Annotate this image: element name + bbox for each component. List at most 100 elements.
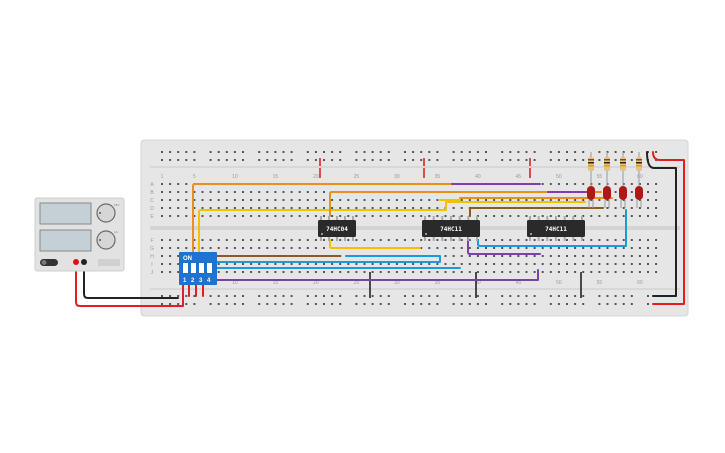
hole	[452, 263, 455, 265]
dip-toggle-1[interactable]	[183, 263, 188, 273]
column-number: 40	[475, 280, 481, 286]
hole	[161, 263, 163, 265]
hole	[379, 159, 382, 161]
hole	[258, 271, 261, 273]
chip-pin	[432, 237, 435, 241]
hole	[306, 199, 309, 201]
hole	[614, 239, 617, 241]
hole	[306, 303, 309, 305]
hole	[485, 295, 487, 297]
chip-pin	[441, 237, 444, 241]
dip-num-2: 2	[191, 278, 195, 284]
column-number: 50	[556, 174, 562, 180]
wire-yellow-3[interactable]	[329, 239, 421, 249]
wire-purple-2[interactable]	[467, 235, 541, 255]
chip-pin	[320, 216, 322, 220]
led-red[interactable]	[587, 186, 595, 208]
hole	[201, 247, 204, 249]
hole	[541, 263, 544, 265]
dip-toggle-4[interactable]	[207, 263, 212, 273]
hole	[379, 207, 382, 209]
chip-74hc04[interactable]: 74HC04	[318, 220, 356, 237]
wire-purple-3[interactable]	[211, 269, 539, 281]
hole	[258, 151, 261, 153]
hole	[655, 199, 658, 201]
psu-terminal-negative[interactable]	[81, 259, 87, 265]
hole	[242, 191, 244, 193]
hole	[533, 295, 536, 297]
hole	[428, 295, 431, 297]
hole	[630, 191, 633, 193]
resistor[interactable]	[604, 157, 610, 171]
wire-black-psu[interactable]	[83, 261, 179, 299]
hole	[290, 263, 293, 265]
wire-brown[interactable]	[469, 207, 604, 217]
wire-yellow-1[interactable]	[198, 201, 586, 259]
hole	[452, 215, 455, 217]
hole	[225, 159, 228, 161]
power-supply[interactable]: 15V 1A	[34, 197, 125, 272]
hole	[363, 199, 366, 201]
hole	[242, 239, 244, 241]
hole	[217, 199, 220, 201]
chip-74hc11-1[interactable]: 74HC11	[422, 220, 480, 237]
hole	[590, 271, 593, 273]
top-rail-strip	[150, 166, 680, 168]
psu-terminal-positive[interactable]	[73, 259, 79, 265]
hole	[193, 159, 196, 161]
hole	[387, 239, 390, 241]
dip-on-label: ON	[183, 256, 192, 262]
hole	[630, 159, 633, 161]
wire-orange[interactable]	[192, 183, 461, 259]
hole	[387, 295, 390, 297]
wire-blue-1[interactable]	[211, 255, 441, 263]
hole	[420, 151, 423, 153]
hole	[323, 303, 325, 305]
wire-black-right[interactable]	[646, 151, 677, 297]
hole	[250, 215, 253, 217]
hole	[598, 239, 601, 241]
psu-knob-current[interactable]	[96, 230, 116, 250]
hole	[177, 263, 180, 265]
resistor[interactable]	[588, 157, 594, 171]
chip-label: 74HC04	[326, 226, 348, 233]
hole	[574, 303, 577, 305]
chip-pin	[441, 216, 444, 220]
wire-red-psu[interactable]	[75, 261, 184, 307]
hole	[501, 215, 504, 217]
resistor[interactable]	[636, 157, 642, 171]
resistor[interactable]	[620, 157, 626, 171]
hole	[606, 255, 609, 257]
psu-knob-voltage[interactable]	[96, 203, 116, 223]
chip-pin	[572, 216, 575, 220]
hole	[242, 303, 244, 305]
dip-toggle-3[interactable]	[199, 263, 204, 273]
chip-74hc11-2[interactable]: 74HC11	[527, 220, 585, 237]
led-red[interactable]	[603, 186, 611, 208]
hole	[193, 239, 196, 241]
wire-orange-2[interactable]	[329, 191, 602, 217]
hole	[606, 207, 609, 209]
wire-purple-top[interactable]	[451, 183, 589, 193]
hole	[557, 183, 560, 185]
row-letter: J	[151, 270, 154, 276]
hole	[298, 199, 301, 201]
hole	[177, 183, 180, 185]
psu-display-top	[39, 202, 92, 225]
column-number: 45	[516, 280, 522, 286]
hole	[582, 159, 585, 161]
wire-blue-3[interactable]	[477, 209, 627, 247]
hole	[347, 207, 350, 209]
dip-switch[interactable]: ON 1 2 3 4	[179, 252, 217, 285]
hole	[169, 191, 172, 193]
hole	[476, 263, 479, 265]
dip-toggle-2[interactable]	[191, 263, 196, 273]
hole	[420, 303, 423, 305]
psu-label-current: 1A	[114, 230, 118, 234]
hole	[387, 215, 390, 217]
wire-red-right[interactable]	[652, 151, 685, 305]
hole	[242, 199, 244, 201]
led-red[interactable]	[635, 186, 643, 208]
hole	[290, 159, 293, 161]
led-red[interactable]	[619, 186, 627, 208]
